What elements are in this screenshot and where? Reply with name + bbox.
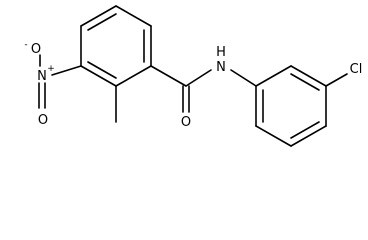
benzoyl-ring <box>80 5 152 87</box>
amide-nh: N H <box>216 45 257 87</box>
carbonyl-oxygen-label: O <box>181 115 191 130</box>
bond-nitrogen-ring2 <box>230 69 257 87</box>
bond-ring1-a <box>80 5 117 27</box>
amide-carbonyl: O <box>150 65 212 130</box>
nitro-nitrogen-charge: + <box>47 64 55 74</box>
nitro-nitrogen-label: N <box>37 69 47 84</box>
molecule-structure: O - N + O O N H <box>24 5 363 147</box>
bond-ring1-double-1 <box>87 13 117 31</box>
structure-canvas: O - N + O O N H <box>24 5 363 147</box>
nitro-group: O - N + O <box>24 40 82 128</box>
bond-ring2-e <box>290 65 327 87</box>
amide-hydrogen-label: H <box>216 45 226 60</box>
chlorophenyl-ring <box>255 65 327 147</box>
bond-ring2-b <box>255 125 292 147</box>
bond-ring1-b <box>115 5 152 27</box>
amide-nitrogen-label: N <box>216 60 226 75</box>
nitro-oxygen-bottom-label: O <box>38 113 48 128</box>
bond-ring1-double-3 <box>87 61 117 79</box>
nitro-oxygen-top-label: O <box>31 42 41 57</box>
bond-chlorine <box>325 73 348 87</box>
bond-ring1-d <box>115 65 152 87</box>
bond-ring1-e <box>80 65 117 87</box>
bond-ring2-f <box>255 65 292 87</box>
bond-carbonyl-nitrogen <box>185 69 212 87</box>
bond-ring2-c <box>290 125 327 147</box>
bond-ring-nitro <box>51 65 82 76</box>
bond-ring2-double-3 <box>290 73 320 91</box>
bond-ring2-double-2 <box>290 121 320 139</box>
nitro-oxygen-top-charge: - <box>24 40 27 50</box>
chlorine-label: Cl <box>350 62 363 77</box>
bond-ring-carbonyl <box>150 65 187 87</box>
